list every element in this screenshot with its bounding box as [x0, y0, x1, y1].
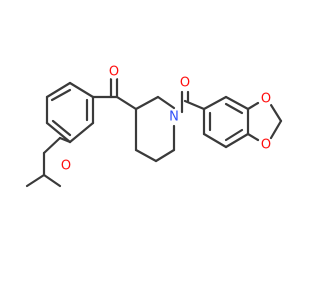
atom-symbol: O [180, 76, 190, 91]
bond [25, 173, 46, 188]
bond [68, 121, 95, 144]
bond [45, 81, 72, 99]
bond [50, 88, 72, 102]
bond [156, 95, 176, 110]
bond [224, 132, 250, 149]
bond [115, 95, 138, 111]
bond [42, 173, 62, 188]
bonds [25, 77, 283, 188]
bond [51, 119, 72, 137]
bond [68, 81, 95, 99]
bond [202, 95, 228, 111]
atom-symbol: O [109, 65, 119, 80]
atom-symbol: O [261, 138, 271, 153]
molecule-diagram: O N O O O O [25, 65, 283, 188]
atom-o-ether: O [59, 159, 73, 174]
bond [224, 95, 250, 111]
structure-canvas: O N O O O O [25, 65, 283, 188]
bond [154, 148, 176, 163]
atom-o-dioxole-top: O [259, 92, 273, 107]
atom-symbol: O [61, 159, 71, 174]
bond [269, 103, 283, 123]
atom-o-dioxole-bottom: O [259, 138, 273, 153]
bond [202, 132, 228, 149]
bond [183, 99, 206, 111]
bond [134, 148, 158, 163]
atom-o-amide: O [178, 76, 192, 91]
atom-n-ring: N [167, 110, 181, 125]
bond [224, 128, 244, 142]
bond [42, 136, 62, 155]
atom-labels: O N O O O O [59, 65, 273, 174]
atom-symbol: O [261, 92, 271, 107]
bond [45, 121, 72, 144]
bond [246, 101, 260, 111]
bond [246, 132, 260, 142]
bond [224, 102, 244, 115]
atom-o-ketone: O [107, 65, 121, 80]
bond [134, 95, 160, 111]
bond [269, 119, 283, 140]
atom-symbol: N [169, 110, 179, 125]
